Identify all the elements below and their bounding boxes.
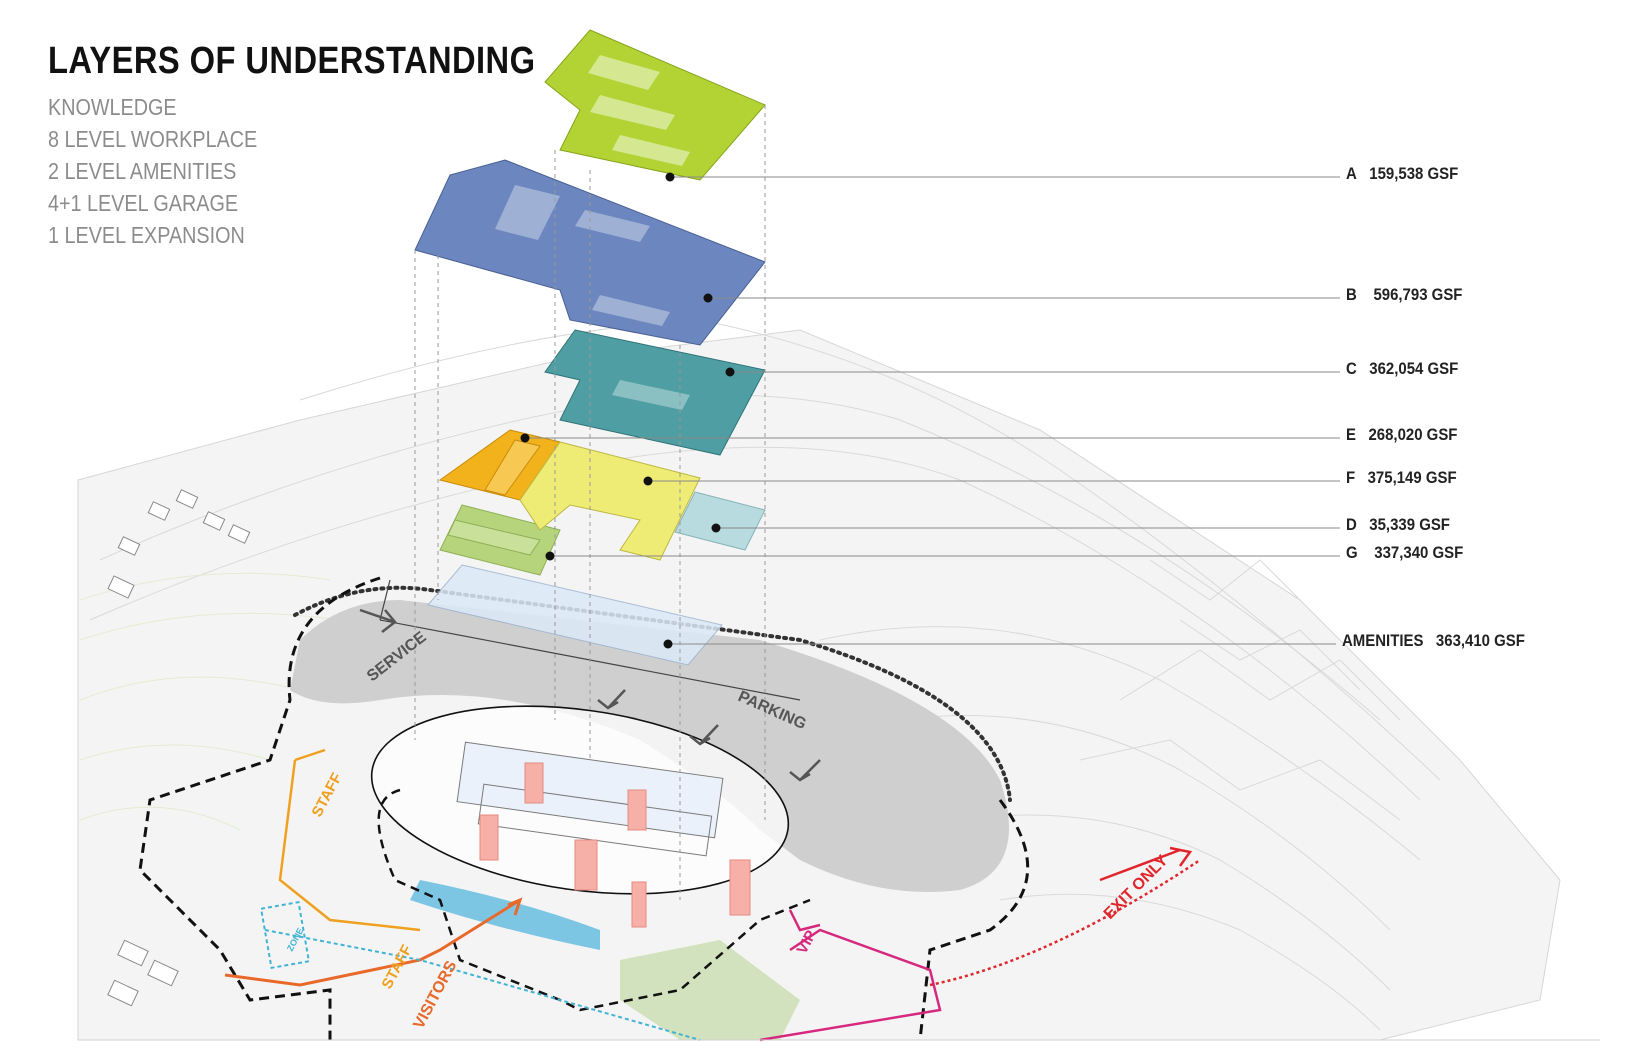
layer-area: 159,538 GSF bbox=[1369, 164, 1459, 183]
layer-id: E bbox=[1346, 425, 1356, 444]
layer-id: A bbox=[1346, 164, 1357, 183]
layer-id: F bbox=[1346, 468, 1356, 487]
layer-area: 268,020 GSF bbox=[1368, 425, 1458, 444]
layer-id: D bbox=[1346, 515, 1357, 534]
layer-area: 35,339 GSF bbox=[1369, 515, 1450, 534]
flow-arrows bbox=[359, 608, 821, 782]
floor-plates bbox=[414, 29, 766, 900]
subtitle-line: 1 LEVEL EXPANSION bbox=[48, 222, 245, 248]
parking-area bbox=[290, 600, 1009, 892]
plate-amenities bbox=[427, 564, 723, 666]
layer-id: B bbox=[1346, 285, 1357, 304]
plate-d bbox=[674, 491, 766, 551]
layer-label-g: G 337,340 GSF bbox=[1346, 543, 1463, 563]
subtitle-line: KNOWLEDGE bbox=[48, 94, 177, 120]
page-title: LAYERS OF UNDERSTANDING bbox=[48, 40, 536, 82]
layer-label-e: E 268,020 GSF bbox=[1346, 425, 1457, 445]
layer-label-d: D 35,339 GSF bbox=[1346, 515, 1450, 535]
layer-id: G bbox=[1346, 543, 1358, 562]
layer-label-b: B 596,793 GSF bbox=[1346, 285, 1462, 305]
water-feature bbox=[410, 880, 600, 950]
title-block: LAYERS OF UNDERSTANDING KNOWLEDGE 8 LEVE… bbox=[48, 40, 615, 251]
subtitle-line: 2 LEVEL AMENITIES bbox=[48, 158, 237, 184]
core-towers bbox=[479, 762, 751, 928]
subtitle-line: 4+1 LEVEL GARAGE bbox=[48, 190, 239, 216]
layer-area: 596,793 GSF bbox=[1373, 285, 1463, 304]
layer-label-f: F 375,149 GSF bbox=[1346, 468, 1457, 488]
layer-id: C bbox=[1346, 359, 1357, 378]
layer-label-c: C 362,054 GSF bbox=[1346, 359, 1458, 379]
plate-f bbox=[519, 441, 701, 561]
layer-area: 337,340 GSF bbox=[1374, 543, 1464, 562]
site-plan bbox=[138, 576, 1201, 1042]
subtitle-line: 8 LEVEL WORKPLACE bbox=[48, 126, 258, 152]
layer-id: AMENITIES bbox=[1342, 631, 1424, 650]
layer-area: 363,410 GSF bbox=[1435, 631, 1525, 650]
layer-area: 362,054 GSF bbox=[1369, 359, 1459, 378]
layer-label-amenities: AMENITIES 363,410 GSF bbox=[1342, 631, 1525, 651]
layer-label-a: A 159,538 GSF bbox=[1346, 164, 1458, 184]
leader-dots bbox=[520, 172, 735, 649]
leader-lines bbox=[525, 176, 1340, 645]
layer-area: 375,149 GSF bbox=[1367, 468, 1457, 487]
